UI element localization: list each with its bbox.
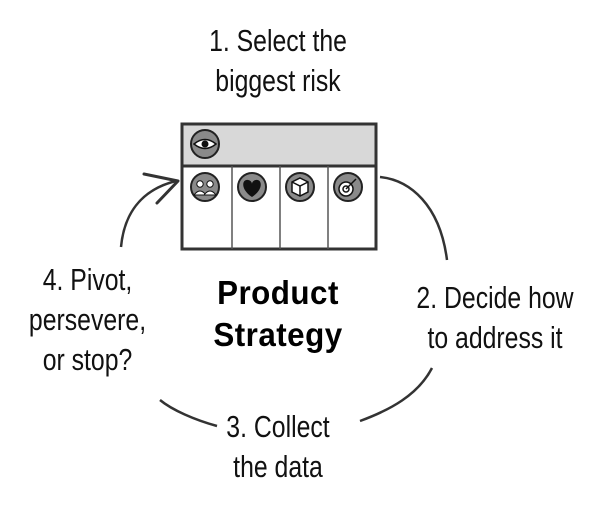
product-strategy-title: Product Strategy bbox=[175, 272, 380, 356]
step-1-label: 1. Select the biggest risk bbox=[198, 21, 358, 101]
strategy-card bbox=[180, 122, 378, 251]
arrow-step1-to-step2 bbox=[379, 175, 449, 261]
arrow-step4-to-step1 bbox=[119, 179, 177, 248]
step-4-line-1: 4. Pivot, bbox=[42, 262, 133, 297]
step-3-label: 3. Collect the data bbox=[198, 407, 358, 487]
step-3-line-1: 3. Collect bbox=[226, 409, 330, 444]
title-line-1: Product bbox=[217, 274, 339, 311]
eye-icon bbox=[190, 129, 220, 159]
step-3-line-2: the data bbox=[233, 449, 323, 484]
users-icon bbox=[190, 172, 220, 202]
arrowhead bbox=[142, 172, 180, 205]
step-4-label: 4. Pivot, persevere, or stop? bbox=[22, 260, 154, 380]
arrow-step2-to-step3 bbox=[359, 367, 434, 423]
arrow-step3-to-step4 bbox=[159, 399, 218, 428]
step-1-line-1: 1. Select the bbox=[209, 23, 347, 58]
heart-icon bbox=[237, 172, 267, 202]
target-icon bbox=[333, 172, 363, 202]
step-2-label: 2. Decide how to address it bbox=[407, 278, 583, 358]
step-2-line-2: to address it bbox=[427, 320, 563, 355]
step-4-line-2: persevere, bbox=[28, 302, 147, 337]
box-icon bbox=[285, 172, 315, 202]
step-1-line-2: biggest risk bbox=[215, 63, 341, 98]
step-4-line-3: or stop? bbox=[42, 342, 133, 377]
title-line-2: Strategy bbox=[213, 316, 343, 353]
step-2-line-1: 2. Decide how bbox=[416, 280, 574, 315]
